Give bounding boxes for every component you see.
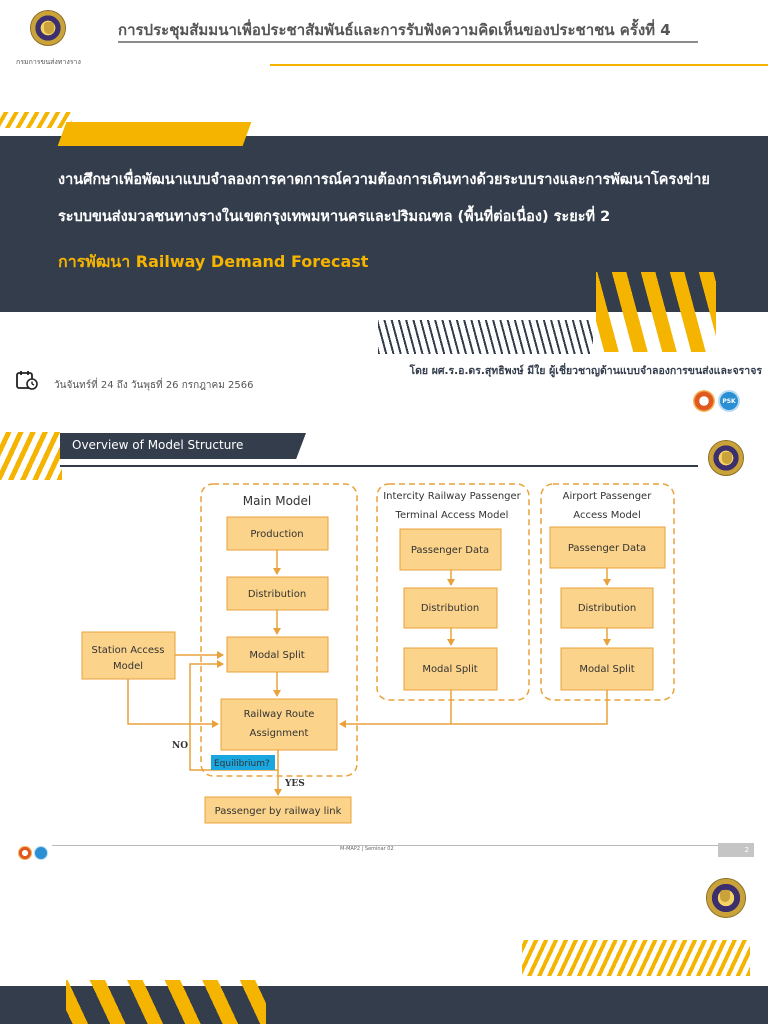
output-label: Passenger by railway link xyxy=(215,806,342,817)
org-caption: กรมการขนส่งทางราง xyxy=(16,58,81,66)
yellow-tab-decoration xyxy=(57,122,252,146)
airport-title-line1: Airport Passenger xyxy=(563,491,653,502)
university-logo xyxy=(693,390,715,412)
banner-subtitle: การพัฒนา Railway Demand Forecast xyxy=(58,252,369,271)
equilibrium-tag: Equilibrium? xyxy=(211,755,275,770)
passenger-data-box-airport: Passenger Data xyxy=(549,526,666,569)
main-model-frame xyxy=(200,483,358,777)
banner-title-line1: งานศึกษาเพื่อพัฒนาแบบจำลองการคาดการณ์ควา… xyxy=(58,172,710,188)
station-access-line1: Station Access xyxy=(92,645,165,656)
route-label-line1: Railway Route xyxy=(244,709,315,720)
psk-logo: PSK xyxy=(718,390,740,412)
department-seal-logo-bottom xyxy=(706,878,746,918)
intercity-model-frame xyxy=(376,483,530,701)
department-seal-logo xyxy=(30,10,66,46)
modal-split-box-main: Modal Split xyxy=(226,636,329,673)
passenger-data-label-intercity: Passenger Data xyxy=(411,545,489,556)
meeting-title: การประชุมสัมมนาเพื่อประชาสัมพันธ์และการร… xyxy=(118,21,671,39)
passenger-data-box-intercity: Passenger Data xyxy=(399,528,502,571)
slide-footer-line xyxy=(52,845,754,846)
distribution-label-airport: Distribution xyxy=(578,603,636,614)
equilibrium-label: Equilibrium? xyxy=(214,759,270,769)
modal-split-label-intercity: Modal Split xyxy=(422,664,477,675)
section-title: Overview of Model Structure xyxy=(72,438,244,452)
section-title-bar xyxy=(60,433,306,459)
passenger-data-label-airport: Passenger Data xyxy=(568,543,646,554)
seminar-date: วันจันทร์ที่ 24 ถึง วันพุธที่ 26 กรกฎาคม… xyxy=(54,380,254,391)
bottom-stripe-decoration xyxy=(66,980,266,1024)
hatch-decoration-section xyxy=(0,432,62,480)
intercity-title-line2: Terminal Access Model xyxy=(395,510,509,521)
airport-title-line2: Access Model xyxy=(573,510,640,521)
slide-footer-text: M-MAP2 | Seminar 02 xyxy=(340,846,394,852)
distribution-label-main: Distribution xyxy=(248,589,306,600)
passenger-by-railway-link-box: Passenger by railway link xyxy=(204,796,352,824)
modal-split-box-airport: Modal Split xyxy=(560,647,654,691)
station-access-model-box: Station Access Model xyxy=(81,631,176,680)
model-structure-diagram: Main Model Intercity Railway Passenger T… xyxy=(81,483,675,824)
distribution-box-intercity: Distribution xyxy=(403,587,498,629)
calendar-clock-icon xyxy=(16,371,38,390)
main-model-title: Main Model xyxy=(243,494,312,508)
distribution-box-main: Distribution xyxy=(226,576,329,611)
presenter-credit: โดย ผศ.ร.อ.ดร.สุทธิพงษ์ มีใย ผู้เชี่ยวชา… xyxy=(409,365,762,377)
thin-stripe-decoration xyxy=(378,320,593,354)
page-number: 2 xyxy=(718,843,754,857)
department-seal-logo-slide xyxy=(708,440,744,476)
route-label-line2: Assignment xyxy=(250,728,309,739)
production-box: Production xyxy=(226,516,329,551)
university-logo-mini xyxy=(18,846,32,860)
gold-divider xyxy=(270,64,768,66)
hatch-decoration-left xyxy=(0,112,72,128)
psk-logo-mini xyxy=(34,846,48,860)
distribution-label-intercity: Distribution xyxy=(421,603,479,614)
station-access-line2: Model xyxy=(113,661,143,672)
production-label: Production xyxy=(250,529,303,540)
stripe-decoration xyxy=(596,272,716,352)
intercity-title-line1: Intercity Railway Passenger xyxy=(383,491,521,502)
distribution-box-airport: Distribution xyxy=(560,587,654,629)
hatch-decoration-bottom xyxy=(522,940,750,976)
modal-split-label-main: Modal Split xyxy=(249,650,304,661)
section-underline xyxy=(60,465,698,467)
yes-label: YES xyxy=(284,779,305,789)
modal-split-box-intercity: Modal Split xyxy=(403,647,498,691)
modal-split-label-airport: Modal Split xyxy=(579,664,634,675)
no-label: NO xyxy=(172,741,188,751)
railway-route-assignment-box: Railway Route Assignment xyxy=(220,698,338,751)
banner-title-line2: ระบบขนส่งมวลชนทางรางในเขตกรุงเทพมหานครแล… xyxy=(58,209,611,225)
title-underline xyxy=(118,41,698,43)
